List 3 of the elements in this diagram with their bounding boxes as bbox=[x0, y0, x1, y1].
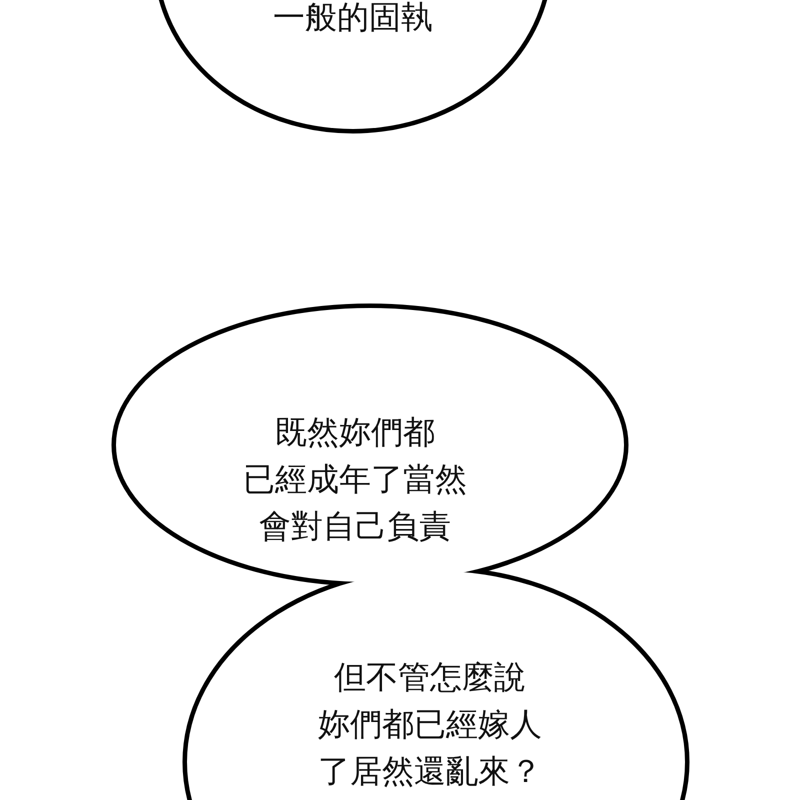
speech-text: 但不管怎麼說妳們都已經嫁人了居然還亂來？ bbox=[317, 657, 543, 792]
speech-text: 一般的固執 bbox=[272, 0, 434, 38]
speech-text: 既然妳們都已經成年了當然會對自己負責 bbox=[242, 412, 468, 547]
